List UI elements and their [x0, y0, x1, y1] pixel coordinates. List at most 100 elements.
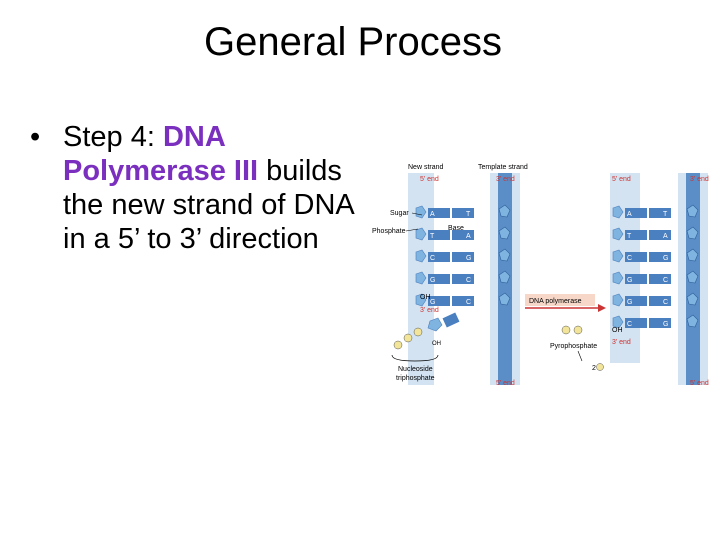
base-letter: T — [627, 233, 632, 240]
base-box — [649, 318, 671, 328]
base-letter: A — [663, 233, 668, 240]
triphosphate-label: triphosphate — [396, 375, 435, 382]
base-box — [625, 296, 647, 306]
sugar-icon — [612, 293, 624, 307]
base-box — [428, 274, 450, 284]
ntp-brace — [391, 354, 439, 362]
base-letter: C — [466, 299, 471, 306]
incoming-base — [442, 312, 460, 328]
sugar-icon — [415, 249, 427, 263]
base-letter: C — [466, 277, 471, 284]
sugar-icon — [686, 314, 699, 328]
base-box — [625, 274, 647, 284]
left-oh-label: OH — [420, 294, 431, 301]
bullet-marker: • — [30, 121, 41, 153]
bullet-prefix: Step 4: — [63, 121, 163, 153]
sugar-icon — [686, 226, 699, 240]
base-letter: C — [430, 255, 435, 262]
two-pi-label: 2 — [592, 365, 596, 372]
base-letter: C — [627, 321, 632, 328]
sugar-icon — [612, 249, 624, 263]
right-five-end-top: 5’ end — [612, 176, 631, 183]
base-letter: G — [663, 255, 668, 262]
base-letter: T — [430, 233, 435, 240]
dna-polymerase-label: DNA polymerase — [529, 298, 582, 305]
base-box — [649, 274, 671, 284]
base-letter: A — [627, 211, 632, 218]
sugar-icon — [686, 248, 699, 262]
bullet-highlight: DNA Polymerase III — [63, 121, 259, 187]
base-box — [428, 208, 450, 218]
right-oh-label: OH — [612, 327, 623, 334]
left-five-end-top: 5’ end — [420, 176, 439, 183]
left-base-pairs: A T T A C G G C G C — [415, 204, 511, 307]
base-box — [625, 252, 647, 262]
left-five-end-bottom: 5’ end — [496, 380, 515, 387]
sugar-icon — [498, 248, 511, 262]
base-letter: C — [663, 277, 668, 284]
phosphate-circle — [413, 327, 423, 337]
pyrophosphate-p2 — [573, 325, 583, 335]
sugar-icon — [686, 270, 699, 284]
right-new-strand-band — [610, 173, 640, 363]
reaction-arrow-head — [598, 304, 606, 312]
base-letter: G — [663, 321, 668, 328]
sugar-icon — [415, 293, 427, 307]
sugar-icon — [415, 205, 427, 219]
base-box — [649, 252, 671, 262]
sugar-icon — [612, 315, 624, 329]
sugar-icon — [686, 204, 699, 218]
base-box — [625, 230, 647, 240]
base-letter: G — [627, 299, 632, 306]
base-box — [452, 274, 474, 284]
pyrophosphate-label: Pyrophosphate — [550, 343, 597, 350]
sugar-icon — [415, 227, 427, 241]
phosphate-circle — [403, 333, 413, 343]
sugar-icon — [498, 226, 511, 240]
base-box — [649, 230, 671, 240]
template-strand-label: Template strand — [478, 164, 528, 171]
sugar-icon — [498, 270, 511, 284]
left-three-end-mid: 3’ end — [420, 307, 439, 314]
phosphate-label: Phosphate — [372, 228, 406, 235]
sugar-icon — [612, 271, 624, 285]
right-five-end-bottom: 5’ end — [690, 380, 709, 387]
pi-circle — [596, 363, 604, 371]
sugar-label: Sugar — [390, 210, 409, 217]
slide-title: General Process — [204, 20, 502, 64]
base-letter: G — [430, 299, 435, 306]
incoming-oh-label: OH — [432, 341, 441, 347]
base-box — [452, 230, 474, 240]
bullet-rest: builds the new strand of DNA in a 5’ to … — [63, 155, 354, 255]
base-letter: A — [466, 233, 471, 240]
base-box — [452, 252, 474, 262]
sugar-pointer — [411, 212, 423, 216]
sugar-icon — [415, 271, 427, 285]
incoming-sugar-icon — [427, 317, 443, 332]
base-letter: C — [663, 299, 668, 306]
right-three-end-top: 3’ end — [690, 176, 709, 183]
base-letter: G — [430, 277, 435, 284]
base-letter: G — [627, 277, 632, 284]
sugar-icon — [498, 204, 511, 218]
base-box — [625, 208, 647, 218]
base-box — [452, 296, 474, 306]
base-letter: T — [466, 211, 471, 218]
base-box — [428, 252, 450, 262]
base-box — [428, 230, 450, 240]
base-box — [649, 208, 671, 218]
base-letter: C — [627, 255, 632, 262]
base-box — [428, 296, 450, 306]
right-three-end-mid: 3’ end — [612, 339, 631, 346]
pyro-to-pi-arrow — [577, 350, 583, 362]
dna-polymerase-box — [525, 294, 595, 306]
nucleoside-label: Nucleoside — [398, 366, 433, 373]
base-box — [452, 208, 474, 218]
sugar-icon — [498, 292, 511, 306]
left-three-end-top: 3’ end — [496, 176, 515, 183]
base-box — [649, 296, 671, 306]
base-letter: G — [466, 255, 471, 262]
base-letter: A — [430, 211, 435, 218]
